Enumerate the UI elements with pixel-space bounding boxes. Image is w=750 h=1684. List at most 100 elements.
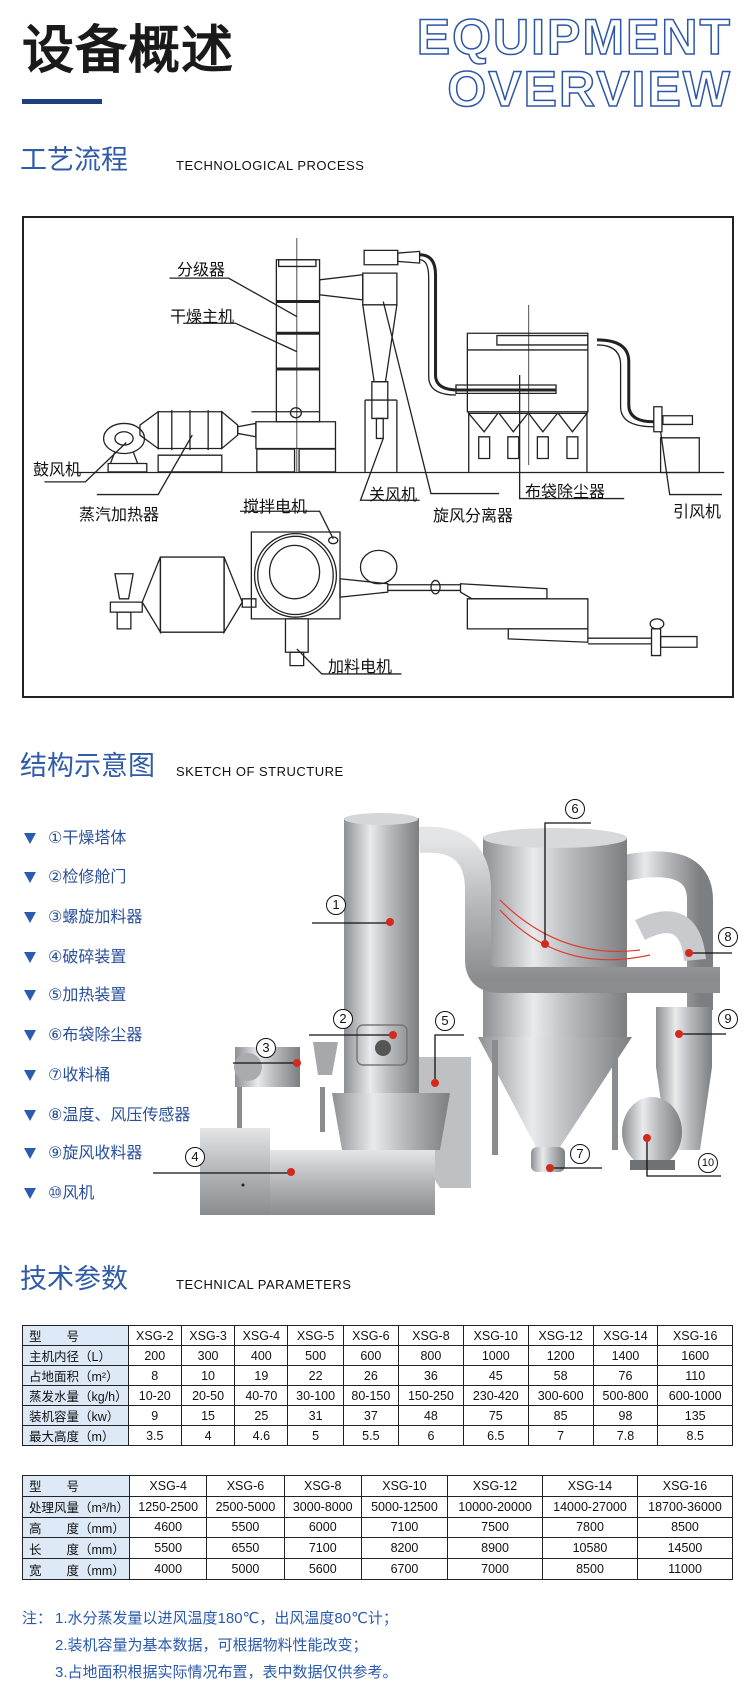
table-cell: 19 <box>234 1365 289 1386</box>
table-cell: 98 <box>592 1405 659 1426</box>
component-item: ⑧温度、风压传感器 <box>24 1101 190 1125</box>
callout-3: 3 <box>256 1038 276 1058</box>
marker-dot <box>386 918 394 926</box>
component-label: ⑧温度、风压传感器 <box>48 1107 191 1124</box>
triangle-bullet-icon <box>24 1110 36 1122</box>
row-header: 处理风量（m³/h） <box>21 1495 131 1518</box>
label-cyclone: 旋风分离器 <box>433 508 514 525</box>
notes-prefix: 注： <box>22 1610 53 1627</box>
component-label: ④破碎装置 <box>48 949 127 966</box>
label-induced-fan: 引风机 <box>673 504 722 521</box>
callout-8: 8 <box>718 927 738 947</box>
process-drawing <box>24 218 732 696</box>
equipment-photo <box>190 795 750 1225</box>
label-airlock: 关风机 <box>369 487 418 504</box>
page-title: 设备概述 <box>22 22 235 80</box>
label-steam-heater: 蒸汽加热器 <box>79 507 160 524</box>
table-cell: XSG-3 <box>180 1325 236 1346</box>
table-cell: XSG-6 <box>342 1325 399 1346</box>
triangle-bullet-icon <box>24 1030 36 1042</box>
table-cell: XSG-10 <box>360 1475 449 1497</box>
table-cell: 31 <box>287 1405 344 1426</box>
component-label: ⑨旋风收料器 <box>48 1145 143 1162</box>
marker-dot <box>287 1168 295 1176</box>
table-cell: 600 <box>342 1345 399 1366</box>
table-cell: 800 <box>397 1345 464 1366</box>
structure-subheading: SKETCH OF STRUCTURE <box>176 764 344 779</box>
table-cell: 1000 <box>462 1345 529 1366</box>
table-cell: 85 <box>527 1405 594 1426</box>
table-cell: 36 <box>397 1365 464 1386</box>
table-cell: XSG-5 <box>287 1325 344 1346</box>
label-stirring-motor: 搅拌电机 <box>243 499 308 516</box>
table-cell: 500 <box>287 1345 344 1366</box>
marker-dot <box>431 1079 439 1087</box>
table-cell: 230-420 <box>462 1385 529 1406</box>
table-cell: XSG-6 <box>206 1475 285 1497</box>
table-cell: 9 <box>127 1405 182 1426</box>
table-cell: 75 <box>462 1405 529 1426</box>
table-cell: 11000 <box>636 1558 734 1580</box>
table-cell: 3000-8000 <box>283 1495 362 1518</box>
table-cell: 6000 <box>283 1516 362 1539</box>
table-cell: 1250-2500 <box>129 1495 208 1518</box>
table-cell: 8500 <box>636 1516 734 1539</box>
table-cell: 7100 <box>360 1516 449 1539</box>
triangle-bullet-icon <box>24 990 36 1002</box>
table-cell: 8900 <box>447 1537 544 1560</box>
label-blower: 鼓风机 <box>33 462 82 479</box>
row-header: 主机内径（L） <box>22 1345 129 1366</box>
table-cell: 76 <box>592 1365 659 1386</box>
component-label: ②检修舱门 <box>48 869 127 886</box>
marker-dot <box>675 1030 683 1038</box>
table-cell: 18700-36000 <box>636 1495 734 1518</box>
table-cell: 150-250 <box>397 1385 464 1406</box>
table-cell: 1200 <box>527 1345 594 1366</box>
table-cell: 10 <box>180 1365 236 1386</box>
label-dryer-main: 干燥主机 <box>170 309 235 326</box>
table-cell: 30-100 <box>287 1385 344 1406</box>
table-cell: 600-1000 <box>657 1385 733 1406</box>
table-cell: 400 <box>234 1345 289 1366</box>
table-cell: XSG-16 <box>657 1325 733 1346</box>
row-header: 型 号 <box>21 1475 131 1497</box>
table-cell: 6550 <box>206 1537 285 1560</box>
triangle-bullet-icon <box>24 1070 36 1082</box>
table-cell: XSG-8 <box>283 1475 362 1497</box>
table-cell: 4 <box>180 1425 236 1446</box>
table-cell: 22 <box>287 1365 344 1386</box>
row-header: 长 度（mm） <box>21 1537 131 1560</box>
table-cell: 4600 <box>129 1516 208 1539</box>
table-cell: 8200 <box>360 1537 449 1560</box>
table-cell: XSG-14 <box>542 1475 638 1497</box>
note-line-2: 2.装机容量为基本数据，可根据物料性能改变； <box>55 1637 368 1654</box>
marker-dot <box>293 1059 301 1067</box>
table-cell: 8.5 <box>657 1425 733 1446</box>
component-item: ⑤加热装置 <box>24 981 126 1005</box>
row-header: 型 号 <box>22 1325 129 1346</box>
triangle-bullet-icon <box>24 872 36 884</box>
en-title-line2: OVERVIEW <box>447 61 732 117</box>
table-cell: 1400 <box>592 1345 659 1366</box>
table-cell: 10-20 <box>127 1385 182 1406</box>
marker-dot <box>389 1031 397 1039</box>
table-cell: 7000 <box>447 1558 544 1580</box>
en-title-line1: EQUIPMENT <box>416 9 732 65</box>
label-bag-filter: 布袋除尘器 <box>525 484 606 501</box>
table-cell: 500-800 <box>592 1385 659 1406</box>
table-cell: 25 <box>234 1405 289 1426</box>
row-header: 最大高度（m） <box>22 1425 129 1446</box>
table-cell: 7.8 <box>592 1425 659 1446</box>
table-cell: 10000-20000 <box>447 1495 544 1518</box>
table-cell: 37 <box>342 1405 399 1426</box>
callout-2: 2 <box>333 1009 353 1029</box>
process-subheading: TECHNOLOGICAL PROCESS <box>176 158 365 173</box>
row-header: 高 度（mm） <box>21 1516 131 1539</box>
